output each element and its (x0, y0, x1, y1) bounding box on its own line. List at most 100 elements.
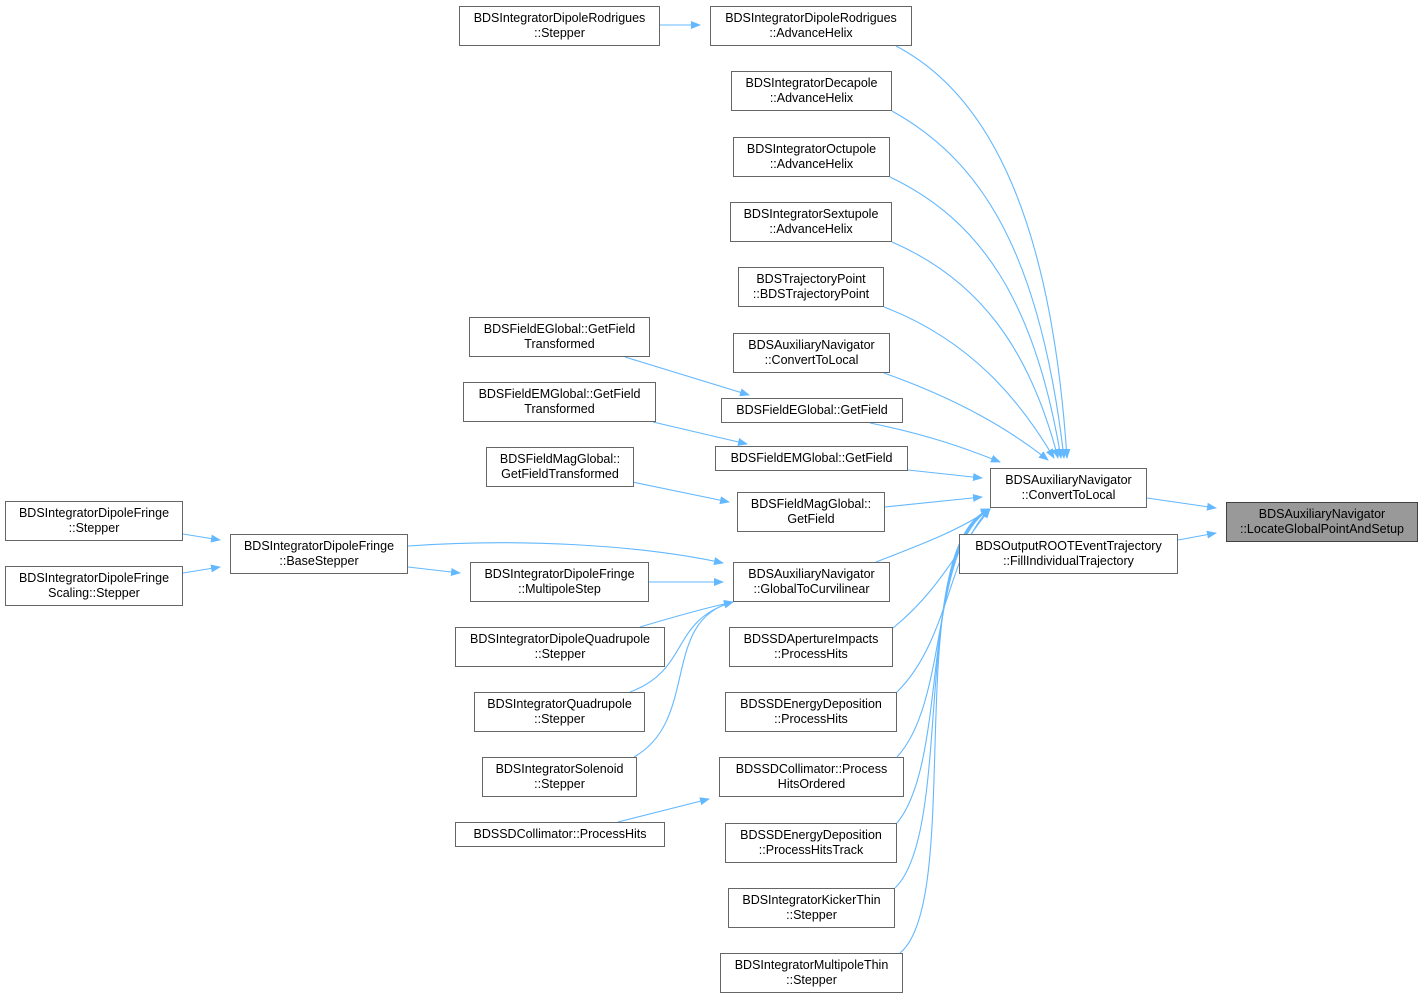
node-dipole-fringe-stepper[interactable]: BDSIntegratorDipoleFringe ::Stepper (5, 501, 183, 541)
node-quadrupole-stepper[interactable]: BDSIntegratorQuadrupole ::Stepper (474, 692, 645, 732)
edge-col-hits-to-col-ord (617, 797, 710, 823)
node-dipole-quadrupole-stepper[interactable]: BDSIntegratorDipoleQuadrupole ::Stepper (455, 627, 665, 667)
node-label-line1: BDSFieldEMGlobal::GetField (730, 451, 893, 465)
node-label-line1: BDSSDApertureImpacts (743, 632, 879, 646)
node-global-to-curvilinear[interactable]: BDSAuxiliaryNavigator ::GlobalToCurvilin… (733, 562, 890, 602)
node-label-line2: ::AdvanceHelix (769, 91, 854, 105)
node-energy-deposition-process-hits-track[interactable]: BDSSDEnergyDeposition ::ProcessHitsTrack (725, 823, 897, 863)
node-locate-global-point-and-setup: BDSAuxiliaryNavigator ::LocateGlobalPoin… (1226, 502, 1418, 542)
node-label-line1: BDSIntegratorDipoleRodrigues (473, 11, 646, 25)
node-dipole-rodrigues-stepper[interactable]: BDSIntegratorDipoleRodrigues ::Stepper (459, 6, 660, 46)
node-label-line2: ::ConvertToLocal (1021, 488, 1116, 502)
node-convert-to-local-main[interactable]: BDSAuxiliaryNavigator ::ConvertToLocal (990, 468, 1147, 508)
edge-fe-getfield-to-ctl (869, 422, 1001, 463)
node-convert-to-local-overload[interactable]: BDSAuxiliaryNavigator ::ConvertToLocal (733, 333, 890, 373)
edge-decapole-to-ctl (891, 110, 1067, 459)
edge-sextupole-to-ctl (891, 241, 1060, 459)
node-label-line1: BDSIntegratorDipoleRodrigues (725, 11, 897, 25)
node-label-line2: GetFieldTransformed (501, 467, 619, 481)
node-label-line1: BDSIntegratorDipoleFringe (18, 506, 170, 520)
node-label-line2: ::AdvanceHelix (769, 26, 853, 40)
node-label-line1: BDSIntegratorSextupole (743, 207, 879, 221)
node-dipole-fringe-multipole-step[interactable]: BDSIntegratorDipoleFringe ::MultipoleSte… (470, 562, 649, 602)
node-label-line2: ::LocateGlobalPointAndSetup (1239, 522, 1404, 536)
node-label-line2: ::ProcessHits (774, 647, 848, 661)
node-label-line2: Scaling::Stepper (48, 586, 140, 600)
node-label-line2: Transformed (524, 402, 595, 416)
node-field-e-getfield[interactable]: BDSFieldEGlobal::GetField (721, 398, 903, 423)
node-label-line1: BDSFieldMagGlobal:: (750, 497, 872, 511)
node-label-line1: BDSIntegratorDipoleFringe (18, 571, 170, 585)
node-label-line2: Transformed (524, 337, 595, 351)
node-label-line1: BDSAuxiliaryNavigator (1258, 507, 1386, 521)
node-label-line2: ::Stepper (786, 973, 837, 987)
node-multipole-thin-stepper[interactable]: BDSIntegratorMultipoleThin ::Stepper (720, 953, 903, 993)
edge-ed-track-to-ctl (896, 508, 991, 824)
edge-dfr-base-to-g2c (407, 542, 724, 566)
node-label-line1: BDSSDEnergyDeposition (740, 697, 882, 711)
node-label-line1: BDSTrajectoryPoint (756, 272, 866, 286)
node-label-line2: ::BaseStepper (279, 554, 359, 568)
node-aperture-impacts-process-hits[interactable]: BDSSDApertureImpacts ::ProcessHits (729, 627, 893, 667)
node-label-line2: ::BDSTrajectoryPoint (752, 287, 870, 301)
edge-trajpoint-to-ctl (883, 306, 1055, 459)
edge-dquad-to-g2c (639, 599, 734, 628)
node-solenoid-stepper[interactable]: BDSIntegratorSolenoid ::Stepper (482, 757, 637, 797)
node-energy-deposition-process-hits[interactable]: BDSSDEnergyDeposition ::ProcessHits (725, 692, 897, 732)
edge-ed-hits-to-ctl (896, 508, 991, 693)
node-label-line2: ::Stepper (534, 26, 585, 40)
node-label-line1: BDSAuxiliaryNavigator (748, 338, 875, 352)
edge-ap-hits-to-ctl (892, 508, 991, 629)
node-dipole-fringe-base-stepper[interactable]: BDSIntegratorDipoleFringe ::BaseStepper (230, 534, 408, 574)
node-octupole-advance-helix[interactable]: BDSIntegratorOctupole ::AdvanceHelix (733, 137, 890, 177)
edge-convert-to-local-to-root (1146, 497, 1217, 511)
node-label-line1: BDSIntegratorDecapole (745, 76, 878, 90)
node-label-line2: HitsOrdered (777, 777, 846, 791)
node-sextupole-advance-helix[interactable]: BDSIntegratorSextupole ::AdvanceHelix (730, 202, 892, 242)
node-fill-individual-trajectory[interactable]: BDSOutputROOTEventTrajectory ::FillIndiv… (959, 534, 1178, 574)
node-label-line2: ::ConvertToLocal (764, 353, 859, 367)
node-label-line2: ::Stepper (786, 908, 837, 922)
node-label-line1: BDSIntegratorOctupole (746, 142, 877, 156)
node-label-line1: BDSSDCollimator::ProcessHits (473, 827, 647, 841)
node-label-line2: ::Stepper (534, 647, 586, 661)
node-field-e-getfield-transformed[interactable]: BDSFieldEGlobal::GetField Transformed (469, 317, 650, 357)
node-trajectory-point-ctor[interactable]: BDSTrajectoryPoint ::BDSTrajectoryPoint (738, 267, 884, 307)
node-label-line1: BDSIntegratorSolenoid (495, 762, 624, 776)
node-field-mag-getfield-transformed[interactable]: BDSFieldMagGlobal:: GetFieldTransformed (486, 447, 634, 487)
edge-ctl-other-to-ctl (883, 372, 1049, 461)
node-collimator-process-hits-ordered[interactable]: BDSSDCollimator::Process HitsOrdered (719, 757, 904, 797)
node-field-em-getfield-transformed[interactable]: BDSFieldEMGlobal::GetField Transformed (463, 382, 656, 422)
node-label-line2: ::MultipoleStep (518, 582, 601, 596)
edge-dfr-scal-to-base (182, 564, 221, 574)
node-label-line1: BDSFieldEGlobal::GetField (483, 322, 636, 336)
node-decapole-advance-helix[interactable]: BDSIntegratorDecapole ::AdvanceHelix (731, 71, 892, 111)
node-collimator-process-hits[interactable]: BDSSDCollimator::ProcessHits (455, 822, 665, 847)
node-label-line1: BDSSDCollimator::Process (735, 762, 888, 776)
node-label-line2: ::Stepper (68, 521, 120, 535)
node-kicker-thin-stepper[interactable]: BDSIntegratorKickerThin ::Stepper (728, 888, 895, 928)
node-label-line2: ::ProcessHits (774, 712, 848, 726)
node-label-line2: ::AdvanceHelix (769, 157, 854, 171)
edge-dfr-base-to-mps (407, 566, 461, 576)
node-label-line2: ::AdvanceHelix (769, 222, 853, 236)
node-label-line1: BDSIntegratorDipoleFringe (484, 567, 635, 581)
node-label-line2: ::ProcessHitsTrack (758, 843, 864, 857)
node-label-line1: BDSFieldEMGlobal::GetField (478, 387, 641, 401)
node-dipole-fringe-scaling-stepper[interactable]: BDSIntegratorDipoleFringe Scaling::Stepp… (5, 566, 183, 606)
node-label-line2: ::Stepper (534, 777, 585, 791)
node-dipole-rodrigues-advance-helix[interactable]: BDSIntegratorDipoleRodrigues ::AdvanceHe… (710, 6, 912, 46)
node-label-line1: BDSIntegratorKickerThin (742, 893, 881, 907)
node-label-line1: BDSSDEnergyDeposition (740, 828, 882, 842)
node-field-mag-getfield[interactable]: BDSFieldMagGlobal:: GetField (737, 492, 885, 532)
node-label-line2: GetField (787, 512, 835, 526)
node-label-line2: ::GlobalToCurvilinear (753, 582, 870, 596)
edge-dfr-step-to-base (182, 533, 221, 543)
edge-fe-gft-to-fe-getfield (624, 356, 750, 397)
node-label-line1: BDSIntegratorDipoleQuadrupole (470, 632, 650, 646)
node-field-em-getfield[interactable]: BDSFieldEMGlobal::GetField (715, 446, 908, 471)
node-label-line1: BDSFieldMagGlobal:: (499, 452, 621, 466)
node-label-line1: BDSIntegratorMultipoleThin (734, 958, 889, 972)
